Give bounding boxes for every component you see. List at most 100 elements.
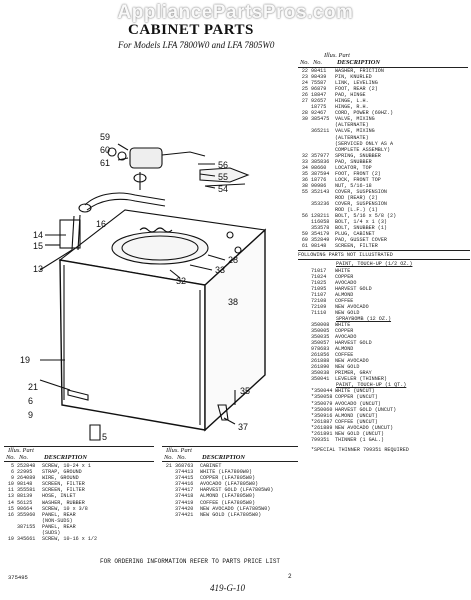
parts-list-row: 71025 AVOCADO: [298, 280, 470, 286]
part-description: SCREEN, FILTER: [335, 243, 378, 250]
illus-number: 26: [301, 92, 308, 99]
part-description: BOLT, SNUBBER (1): [335, 225, 387, 232]
part-description: NEW GOLD (UNCUT): [335, 430, 384, 437]
callout-33: 33: [215, 265, 225, 275]
part-description: PAD, GUSSET COVER: [335, 237, 387, 244]
callout-60: 60: [100, 145, 110, 155]
part-number: 350008: [311, 321, 330, 328]
part-description: AVOCADO: [335, 279, 357, 286]
part-description: LEVELER (THINNER): [335, 376, 387, 383]
spray-header: SPRAYBOMB (12 OZ.): [336, 315, 392, 322]
part-number: 98148: [17, 481, 33, 488]
part-description: COVER, SUSPENSION: [335, 201, 387, 208]
part-description: BOLT, 1/4 x 1 (3): [335, 219, 387, 226]
part-number: 374419: [175, 499, 194, 506]
callout-35: 35: [240, 386, 250, 396]
part-description: AVOCADO (LFA7805W0): [200, 481, 259, 488]
mid-bottom-header-rule: [162, 461, 298, 462]
part-description: COPPER: [335, 273, 354, 280]
part-number: 374415: [175, 475, 194, 482]
illus-number: 9: [10, 475, 14, 482]
illus-number: 15: [7, 505, 14, 512]
special-note: *SPECIAL THINNER 799351 REQUIRED: [311, 446, 409, 453]
part-description: (SERVICED ONLY AS A: [335, 140, 394, 147]
illus-number: 13: [7, 493, 14, 500]
part-description: LINK, LEVELING: [335, 80, 378, 87]
illus-number: 27: [301, 98, 308, 105]
part-number: 345661: [17, 536, 36, 543]
illus-number: 28: [301, 110, 308, 117]
parts-list-row: 71024 COPPER: [298, 274, 470, 280]
part-description: HARVEST GOLD (LFA7805W0): [200, 487, 274, 494]
part-number: 71025: [311, 279, 327, 286]
part-description: (ALTERNATE): [335, 122, 369, 129]
part-number: 374418: [175, 493, 194, 500]
part-number: 56125: [17, 499, 33, 506]
part-description: ALMOND (UNCUT): [335, 412, 378, 419]
part-description: FOOT, REAR (2): [335, 86, 378, 93]
callout-9: 9: [28, 410, 33, 420]
part-description: LOCK, FRONT TOP: [335, 176, 381, 183]
part-number: 71024: [311, 273, 327, 280]
parts-list-row: (ALTERNATE): [298, 135, 470, 141]
paint-qt-header: PAINT, TOUCH-UP (1 QT.): [336, 382, 407, 389]
part-number: *261887: [311, 418, 333, 425]
callout-28: 28: [228, 255, 238, 265]
part-description: SCREW, 10-24 x 1: [42, 463, 91, 469]
part-description: SPRING, SNUBBER: [335, 152, 381, 159]
callout-56: 56: [218, 160, 228, 170]
handwritten-note: 419-G-10: [210, 583, 245, 593]
part-description: HINGE, R.H.: [335, 104, 369, 111]
part-description: HARVEST GOLD: [335, 285, 372, 292]
part-number: 357977: [311, 152, 330, 159]
part-number: 75587: [311, 80, 327, 87]
part-description: HINGE, L.H.: [335, 98, 369, 105]
part-number: 22995: [17, 469, 33, 476]
illus-number: 34: [301, 164, 308, 171]
parts-list-row: (ALTERNATE): [298, 122, 470, 128]
illus-number: 11: [7, 487, 14, 494]
callout-37: 37: [238, 422, 248, 432]
part-number: 354179: [311, 231, 330, 238]
part-description: SCREEN, FILTER: [42, 481, 85, 488]
illus-number: 6: [10, 469, 14, 476]
watermark: AppliancePartsPros.com: [117, 2, 354, 23]
part-number: 355960: [17, 511, 36, 518]
rule: [298, 250, 470, 252]
part-description: NEW GOLD: [335, 309, 360, 316]
part-number: 71107: [311, 291, 327, 298]
illus-number: 25: [301, 86, 308, 93]
part-description: COPPER (UNCUT): [335, 394, 378, 401]
part-number: 98439: [311, 74, 327, 81]
part-number: 374421: [175, 511, 194, 518]
part-number: 368763: [175, 463, 194, 469]
part-number: 350038: [311, 370, 330, 377]
part-description: NEW GOLD (LFA7805W0): [200, 511, 262, 518]
part-number: 92657: [311, 98, 327, 105]
callout-15: 15: [33, 241, 43, 251]
part-description: COFFEE (UNCUT): [335, 418, 378, 425]
illus-number: 38: [301, 182, 308, 189]
part-number: 261890: [311, 364, 330, 371]
part-number: *261891: [311, 430, 333, 437]
